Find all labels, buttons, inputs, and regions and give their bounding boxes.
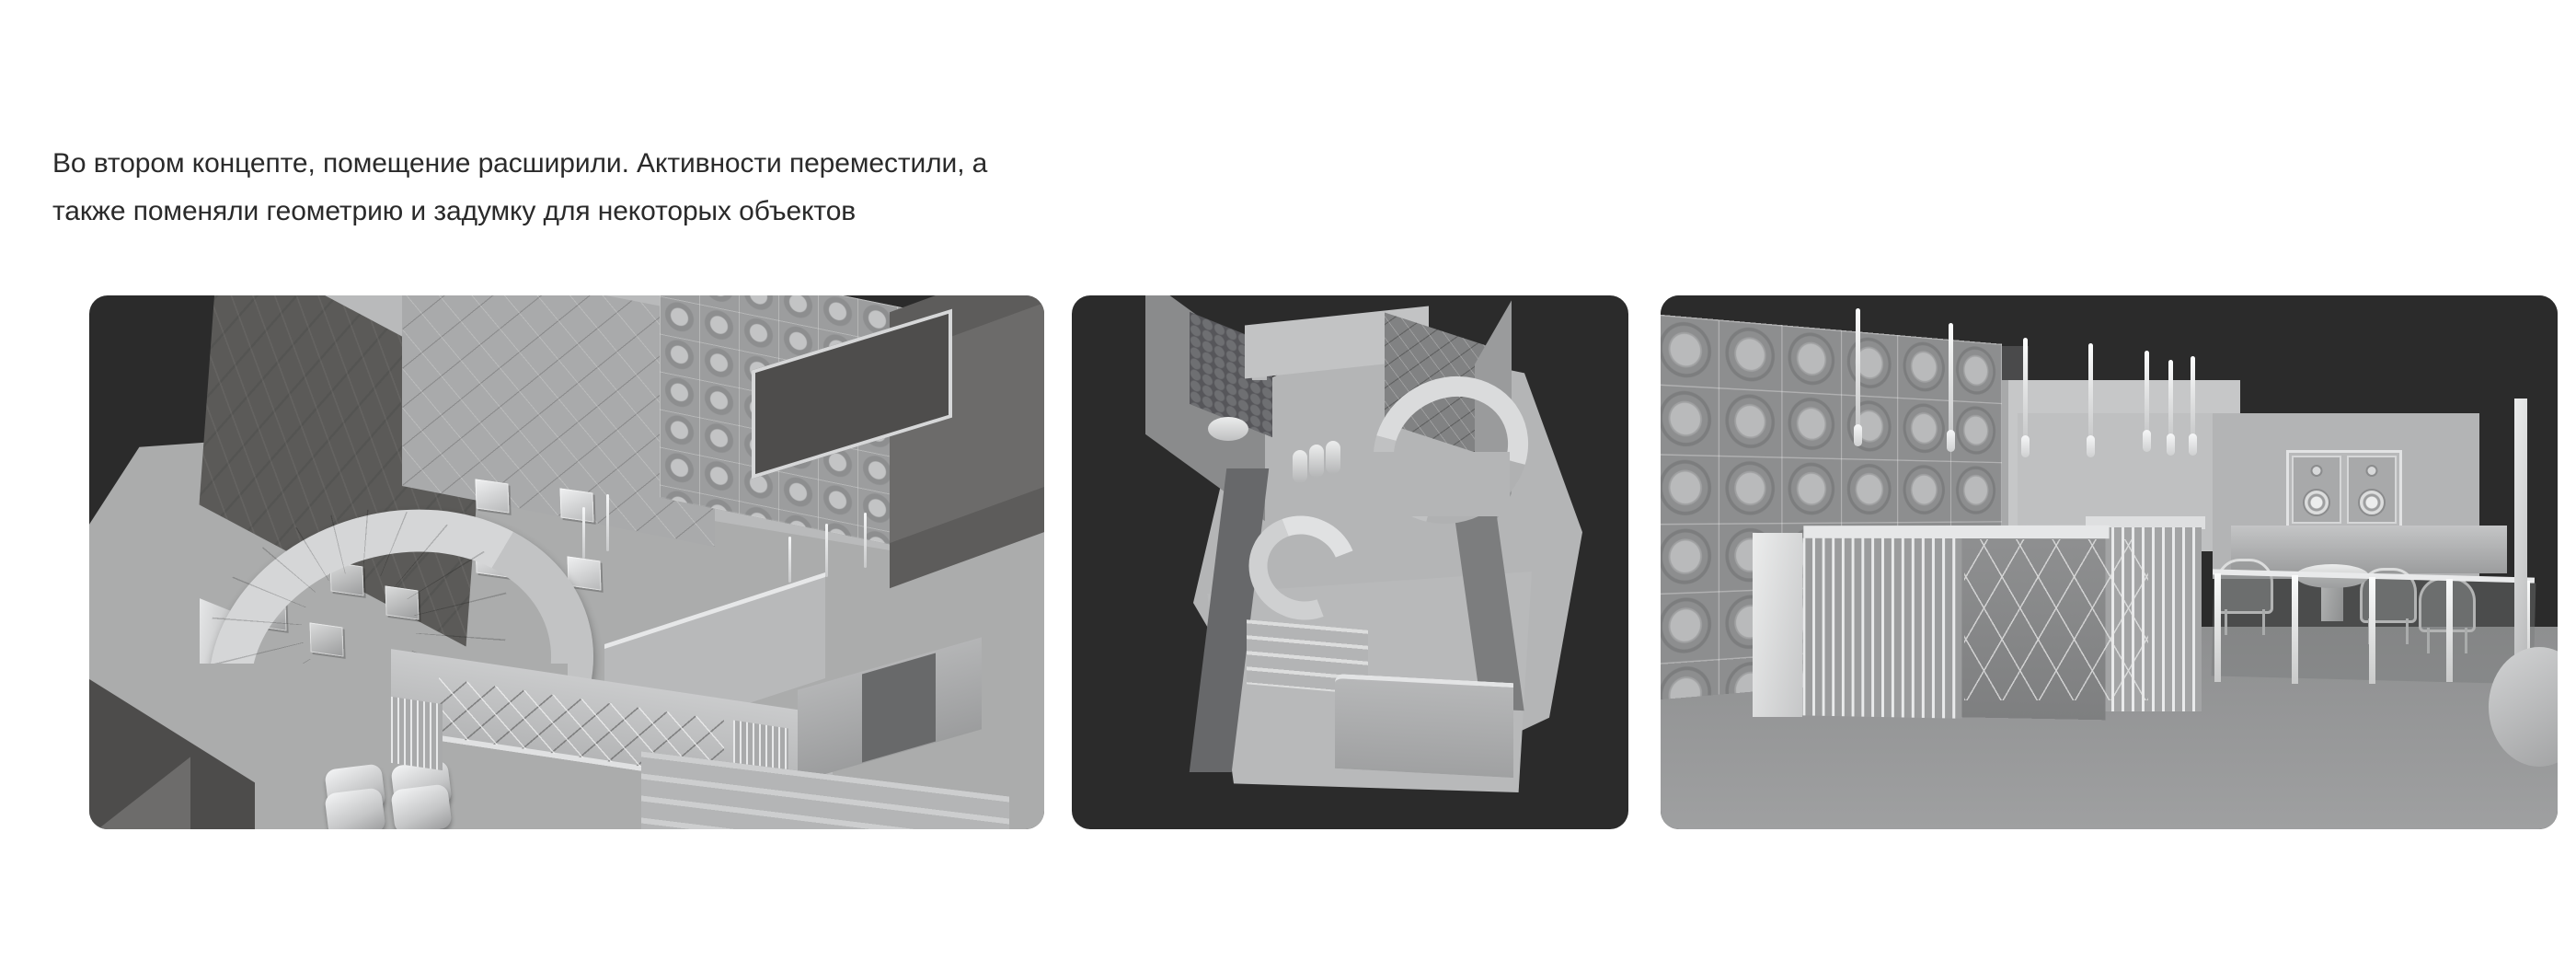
pendant-bulb: [2189, 433, 2197, 456]
speaker-art-frame: [2286, 450, 2402, 529]
pendant-bulb: [1854, 424, 1862, 446]
scene-interior-eye-level: [1661, 295, 2558, 829]
bar-slat-panel: [1802, 535, 1962, 719]
pendant-light: [606, 494, 609, 551]
railing-post: [2292, 575, 2298, 684]
chair-leg: [2427, 628, 2430, 653]
render-panel-1[interactable]: Top-down grayscale 3D render of expanded…: [89, 295, 1044, 829]
ottoman: [324, 787, 386, 829]
pendant-light: [2087, 343, 2095, 457]
pendant-light: [864, 513, 867, 568]
lounge-seat: [1326, 441, 1340, 474]
ottoman: [390, 783, 453, 829]
pendant-light: [788, 537, 791, 583]
page-caption: Во втором концепте, помещение расширили.…: [52, 148, 988, 226]
pendant-bulb: [2021, 435, 2030, 457]
pendant-light: [1947, 323, 1955, 452]
banquette-bench: [2231, 526, 2507, 573]
chair-leg: [2465, 628, 2467, 653]
pendant-light: [2189, 356, 2197, 456]
pendant-bulb: [1947, 430, 1955, 452]
render-panel-2[interactable]: Top-down grayscale 3D floor plan of the …: [1072, 295, 1628, 829]
pendant-bulb: [2167, 433, 2175, 456]
railing-post: [2446, 579, 2453, 682]
bar-end-panel: [1753, 533, 1802, 717]
lounge-seat: [1309, 445, 1324, 478]
alcove-table: [1208, 417, 1248, 441]
woofer-icon: [2303, 488, 2330, 516]
pendant-light: [2143, 351, 2151, 452]
secondary-bar-top: [2086, 516, 2205, 529]
pendant-light: [1854, 308, 1862, 446]
bar-countertop: [1803, 525, 2110, 539]
chair-leg: [2406, 618, 2409, 644]
wall-art-tile: [559, 488, 594, 523]
lower-lounge-box: [1335, 673, 1513, 779]
scene-lounge-overview: [89, 295, 1044, 829]
pendant-light: [825, 524, 828, 577]
tweeter-icon: [2310, 465, 2323, 478]
pendant-light: [2167, 360, 2175, 456]
chair-leg: [2262, 609, 2265, 635]
bar-slat-panel: [391, 696, 443, 771]
chair-leg: [2225, 609, 2227, 635]
wall-art-tile: [475, 479, 510, 514]
pendant-bulb: [2087, 435, 2095, 457]
render-gallery: Top-down grayscale 3D render of expanded…: [0, 281, 2576, 829]
railing-post: [2214, 573, 2221, 682]
tweeter-icon: [2365, 465, 2378, 478]
speaker-art-right: [2347, 456, 2397, 524]
scene-floorplan-overview: [1072, 295, 1628, 829]
pendant-bulb: [2143, 430, 2151, 452]
sofa-arc-mask: [1353, 452, 1510, 516]
lounge-seat: [1293, 450, 1307, 483]
woofer-icon: [2358, 488, 2386, 516]
right-column: [2514, 399, 2527, 675]
bar-diamond-relief: [1964, 539, 2148, 700]
speaker-art-left: [2292, 456, 2341, 524]
pendant-light: [2021, 338, 2030, 457]
render-panel-3[interactable]: Eye-level grayscale 3D interior render: …: [1661, 295, 2558, 829]
railing-post: [2369, 577, 2375, 684]
pendant-light: [582, 507, 585, 559]
